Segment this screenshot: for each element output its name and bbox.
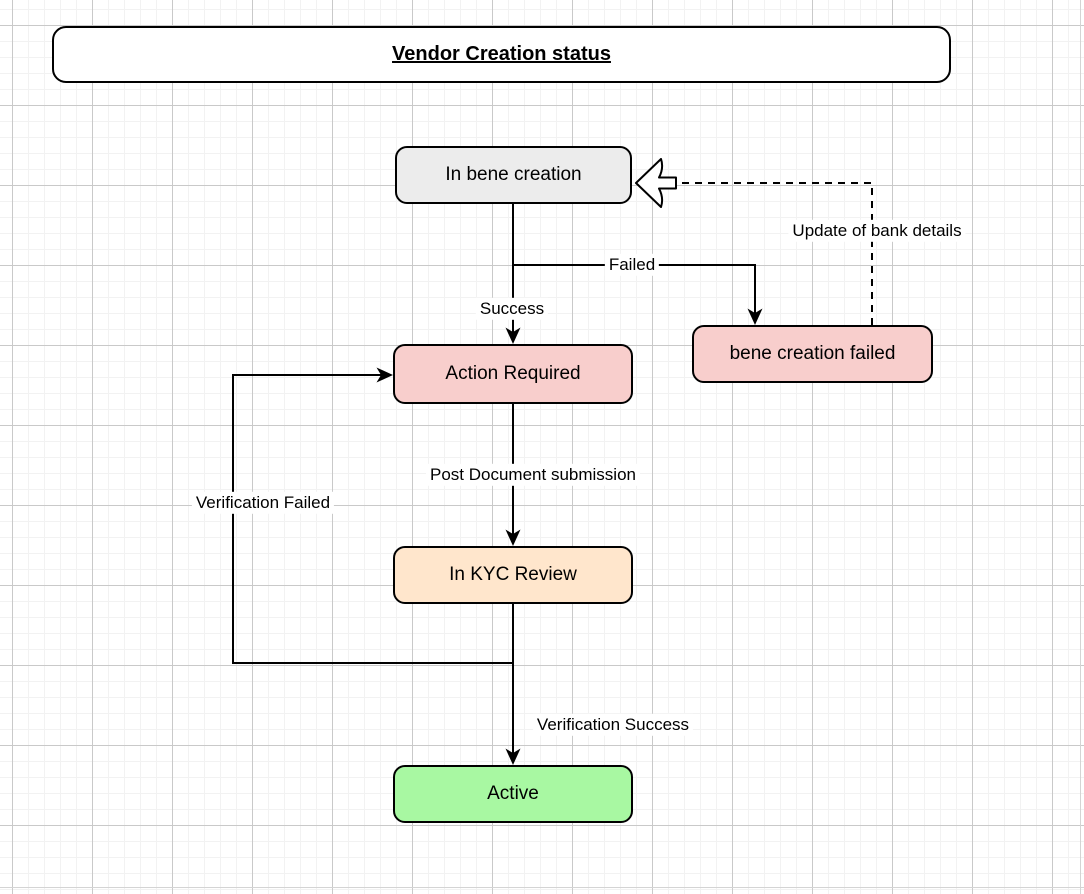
diagram-title[interactable]: Vendor Creation status	[52, 26, 951, 83]
node-active[interactable]: Active	[393, 765, 633, 823]
edge-label-success[interactable]: Success	[475, 297, 549, 321]
node-in-bene-creation[interactable]: In bene creation	[395, 146, 632, 204]
open-dart-arrow-icon	[635, 158, 677, 208]
edge-label-failed[interactable]: Failed	[604, 253, 660, 277]
edge-verification-success[interactable]	[505, 604, 521, 765]
node-bene-creation-failed[interactable]: bene creation failed	[692, 325, 933, 383]
edge-verification-failed[interactable]	[232, 367, 513, 664]
page-boundary-bottom	[0, 887, 1084, 888]
edge-label-verification-failed[interactable]: Verification Failed	[191, 491, 335, 515]
edge-label-verification-success[interactable]: Verification Success	[532, 713, 694, 737]
node-in-kyc-review[interactable]: In KYC Review	[393, 546, 633, 604]
edge-success[interactable]	[505, 204, 521, 344]
edge-failed[interactable]	[513, 264, 763, 325]
node-action-required[interactable]: Action Required	[393, 344, 633, 404]
edge-label-update-of-bank-details[interactable]: Update of bank details	[788, 219, 966, 243]
edge-update-of-bank-details[interactable]	[635, 158, 873, 325]
page-boundary-right	[1080, 0, 1081, 894]
edge-label-post-document-submission[interactable]: Post Document submission	[426, 463, 640, 487]
